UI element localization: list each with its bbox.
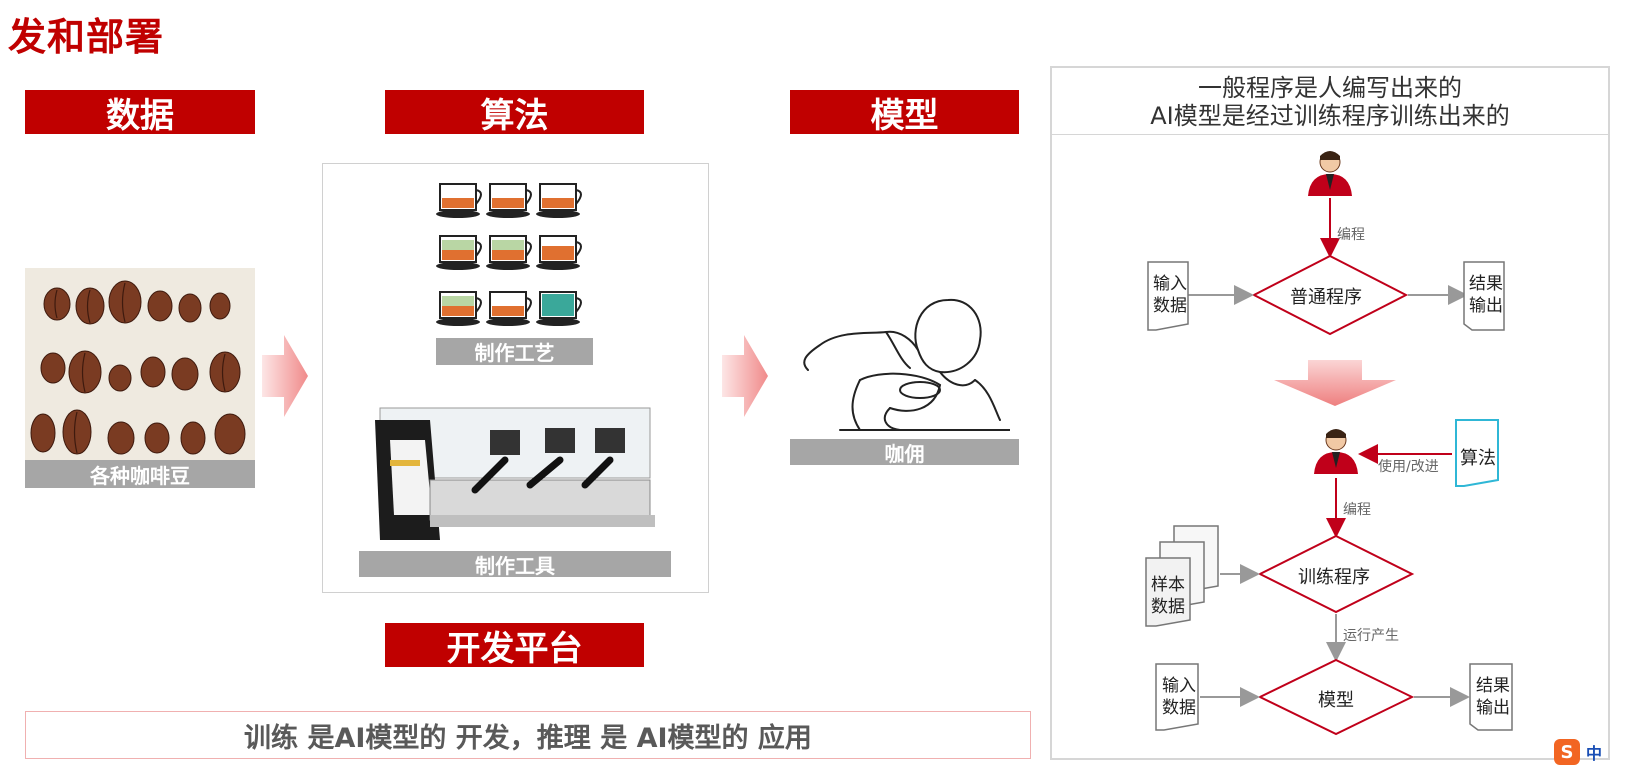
- programmer-icon: [1308, 151, 1352, 196]
- edge-label-run-produce: 运行产生: [1343, 628, 1399, 644]
- ime-mode-label[interactable]: 中: [1586, 744, 1603, 763]
- output-result-doc-2: 结果 输出: [1476, 676, 1510, 718]
- right-title-line2: AI模型是经过训练程序训练出来的: [1150, 102, 1510, 130]
- input-data-doc: 输入 数据: [1153, 274, 1187, 316]
- output-result-doc: 结果 输出: [1469, 274, 1503, 316]
- coffee-recipe-icons: [436, 183, 582, 326]
- sogou-ime-icon[interactable]: S: [1554, 739, 1580, 765]
- espresso-machine-image: [375, 407, 655, 540]
- barista-sketch-image: [803, 298, 1010, 431]
- barista-caption: 咖佣: [790, 439, 1019, 466]
- algorithm-header: 算法: [385, 90, 644, 136]
- edge-label-program: 编程: [1337, 227, 1365, 243]
- process-training-program: 训练程序: [1298, 567, 1370, 588]
- platform-header: 开发平台: [385, 623, 644, 669]
- edge-label-program-2: 编程: [1343, 502, 1371, 518]
- coffee-beans-caption: 各种咖啡豆: [25, 460, 255, 488]
- process-normal-program: 普通程序: [1290, 287, 1362, 308]
- right-arrow-icon: [262, 335, 308, 417]
- data-header: 数据: [25, 90, 255, 136]
- bottom-statement: 训练 是AI模型的 开发，推理 是 AI模型的 应用: [25, 711, 1031, 759]
- process-caption: 制作工艺: [436, 338, 593, 365]
- process-model: 模型: [1318, 690, 1354, 711]
- edge-label-use-improve: 使用/改进: [1378, 459, 1439, 475]
- ime-toolbar[interactable]: S 中: [1554, 738, 1634, 766]
- coffee-beans-illustration: [30, 280, 246, 455]
- right-arrow-icon: [722, 335, 768, 417]
- coffee-beans-image: [25, 268, 255, 460]
- flowchart: [1145, 151, 1513, 736]
- sample-data-doc: 样本 数据: [1151, 575, 1185, 617]
- tool-caption: 制作工具: [359, 551, 671, 578]
- right-title-line1: 一般程序是人编写出来的: [1198, 74, 1462, 102]
- model-header: 模型: [790, 90, 1019, 136]
- algorithm-doc-label: 算法: [1460, 448, 1496, 469]
- right-panel-header: 一般程序是人编写出来的 AI模型是经过训练程序训练出来的: [1052, 68, 1608, 135]
- page-title: 发和部署: [8, 15, 165, 59]
- programmer-icon: [1314, 429, 1358, 474]
- input-data-doc-2: 输入 数据: [1162, 676, 1196, 718]
